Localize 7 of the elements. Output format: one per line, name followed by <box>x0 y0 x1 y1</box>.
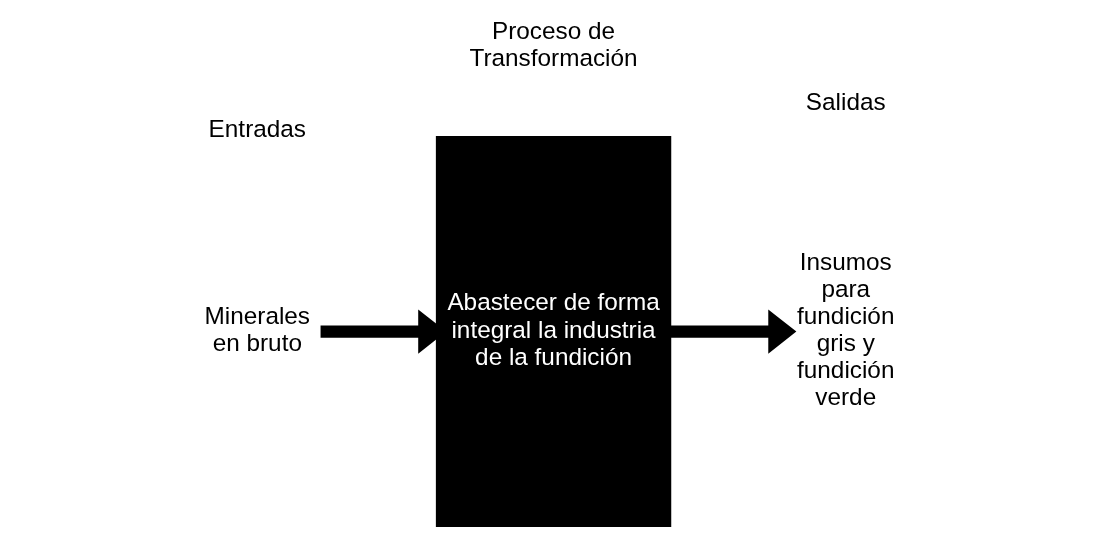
node-box: Abastecer de forma integral la industria de la fundición <box>435 136 672 527</box>
node-text: Minerales en bruto <box>204 301 311 357</box>
label: Entradas <box>208 115 306 143</box>
label: Salidas <box>805 88 886 116</box>
label: Proceso de Transformación <box>469 16 638 71</box>
node-text: Insumos para fundición gris y fundición verde <box>797 247 895 411</box>
arrow <box>670 309 797 354</box>
